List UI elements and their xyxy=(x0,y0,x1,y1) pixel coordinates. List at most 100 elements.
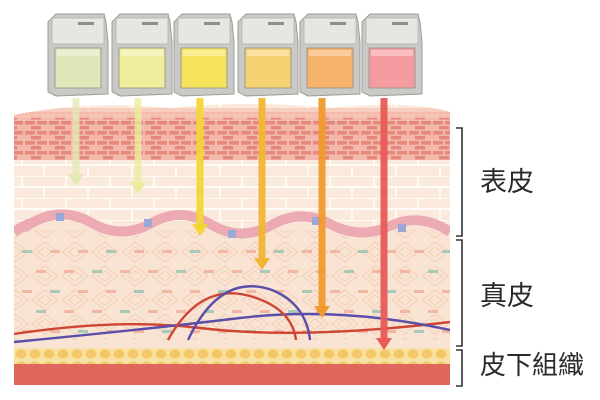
filter-window xyxy=(180,47,228,89)
dermis-fiber xyxy=(78,290,88,293)
filter-window xyxy=(54,47,102,89)
layer-brackets xyxy=(456,127,463,387)
dermis-fiber xyxy=(274,250,284,253)
dermis-fiber xyxy=(204,310,214,313)
dermis-texture xyxy=(14,230,450,340)
filter-window xyxy=(244,47,292,89)
subcutis-bracket xyxy=(456,349,463,387)
basal-cell xyxy=(56,213,64,221)
dermis-fiber xyxy=(190,290,200,293)
dermis-fiber xyxy=(162,330,172,333)
dermis-fiber xyxy=(414,290,424,293)
dermis-fiber xyxy=(134,250,144,253)
filter-cartridge xyxy=(299,13,361,97)
dermis-fiber xyxy=(414,330,424,333)
dermis-fiber xyxy=(400,310,410,313)
dermis-fiber xyxy=(162,290,172,293)
basal-cell xyxy=(144,219,152,227)
dermis-fiber xyxy=(232,270,242,273)
filter-cartridge xyxy=(361,13,423,97)
subcutaneous-fat-layer xyxy=(14,348,450,364)
dermis-fiber xyxy=(358,290,368,293)
dermis-fiber xyxy=(120,270,130,273)
dermis-fiber xyxy=(386,290,396,293)
label-dermis: 真皮 xyxy=(480,281,534,312)
dermis-fiber xyxy=(232,310,242,313)
filter-cartridge xyxy=(47,13,109,97)
dermis-fiber xyxy=(64,310,74,313)
dermis-fiber xyxy=(400,270,410,273)
dermis-fiber xyxy=(78,330,88,333)
dermis-fiber xyxy=(64,270,74,273)
light-filter-cartridges xyxy=(47,13,423,97)
dermis-fiber xyxy=(92,270,102,273)
dermis-fiber xyxy=(176,310,186,313)
dermis-fiber xyxy=(344,310,354,313)
dermis-fiber xyxy=(274,290,284,293)
dermis-fiber xyxy=(22,250,32,253)
dermis-fiber xyxy=(358,250,368,253)
dermis-fiber xyxy=(260,270,270,273)
artery xyxy=(14,320,450,336)
dermis-fiber xyxy=(190,330,200,333)
dermis-fiber xyxy=(442,250,450,253)
skin-block xyxy=(14,104,466,385)
dermis-fiber xyxy=(78,250,88,253)
dermis-fiber xyxy=(414,250,424,253)
blood-vessels xyxy=(14,285,450,344)
dermis-fiber xyxy=(92,310,102,313)
dermis-fiber xyxy=(274,330,284,333)
dermis-fiber xyxy=(148,270,158,273)
dermis-fiber xyxy=(260,310,270,313)
light-arrow xyxy=(254,98,270,270)
light-arrow xyxy=(376,98,392,350)
dermis-fiber xyxy=(148,310,158,313)
light-arrow xyxy=(68,98,84,186)
dermis-fiber xyxy=(162,250,172,253)
dermis-fiber xyxy=(386,330,396,333)
dermis-fiber xyxy=(50,290,60,293)
dermis-fiber xyxy=(36,310,46,313)
basal-cell xyxy=(228,230,236,238)
filter-window xyxy=(306,47,354,89)
dermis-fiber xyxy=(218,250,228,253)
basal-cell xyxy=(312,217,320,225)
dermis-fiber xyxy=(246,250,256,253)
dermis-fiber xyxy=(190,250,200,253)
dermis-fiber xyxy=(50,250,60,253)
dermis-fiber xyxy=(302,250,312,253)
dermis-fiber xyxy=(288,270,298,273)
dermis-fiber xyxy=(246,290,256,293)
dermis-fiber xyxy=(106,290,116,293)
dermis-fiber xyxy=(442,290,450,293)
epidermis-bracket xyxy=(456,127,463,237)
label-epidermis: 表皮 xyxy=(480,167,534,198)
dermis-fiber xyxy=(372,310,382,313)
light-penetration-arrows xyxy=(68,98,392,350)
dermis-fiber xyxy=(134,330,144,333)
dermis-fiber xyxy=(36,270,46,273)
dermis-fiber xyxy=(456,270,466,273)
dermis-fiber xyxy=(330,250,340,253)
light-arrow xyxy=(314,98,330,318)
dermis-fiber xyxy=(218,290,228,293)
dermis-fiber xyxy=(358,330,368,333)
basal-layer xyxy=(14,209,450,239)
dermis-fiber xyxy=(176,270,186,273)
dermis-fiber xyxy=(386,250,396,253)
dermis-fiber xyxy=(22,290,32,293)
label-subcutaneous: 皮下組織 xyxy=(480,351,585,381)
filter-cartridge xyxy=(173,13,235,97)
stratum-corneum xyxy=(14,112,450,160)
dermis-fiber xyxy=(442,330,450,333)
dermis-bracket xyxy=(456,239,463,347)
dermis-fiber xyxy=(456,310,466,313)
filter-cartridge xyxy=(111,13,173,97)
dermis-fiber xyxy=(302,290,312,293)
basal-cell xyxy=(398,224,406,232)
dermis-fiber xyxy=(106,250,116,253)
filter-cartridge xyxy=(237,13,299,97)
light-arrow xyxy=(192,98,208,236)
